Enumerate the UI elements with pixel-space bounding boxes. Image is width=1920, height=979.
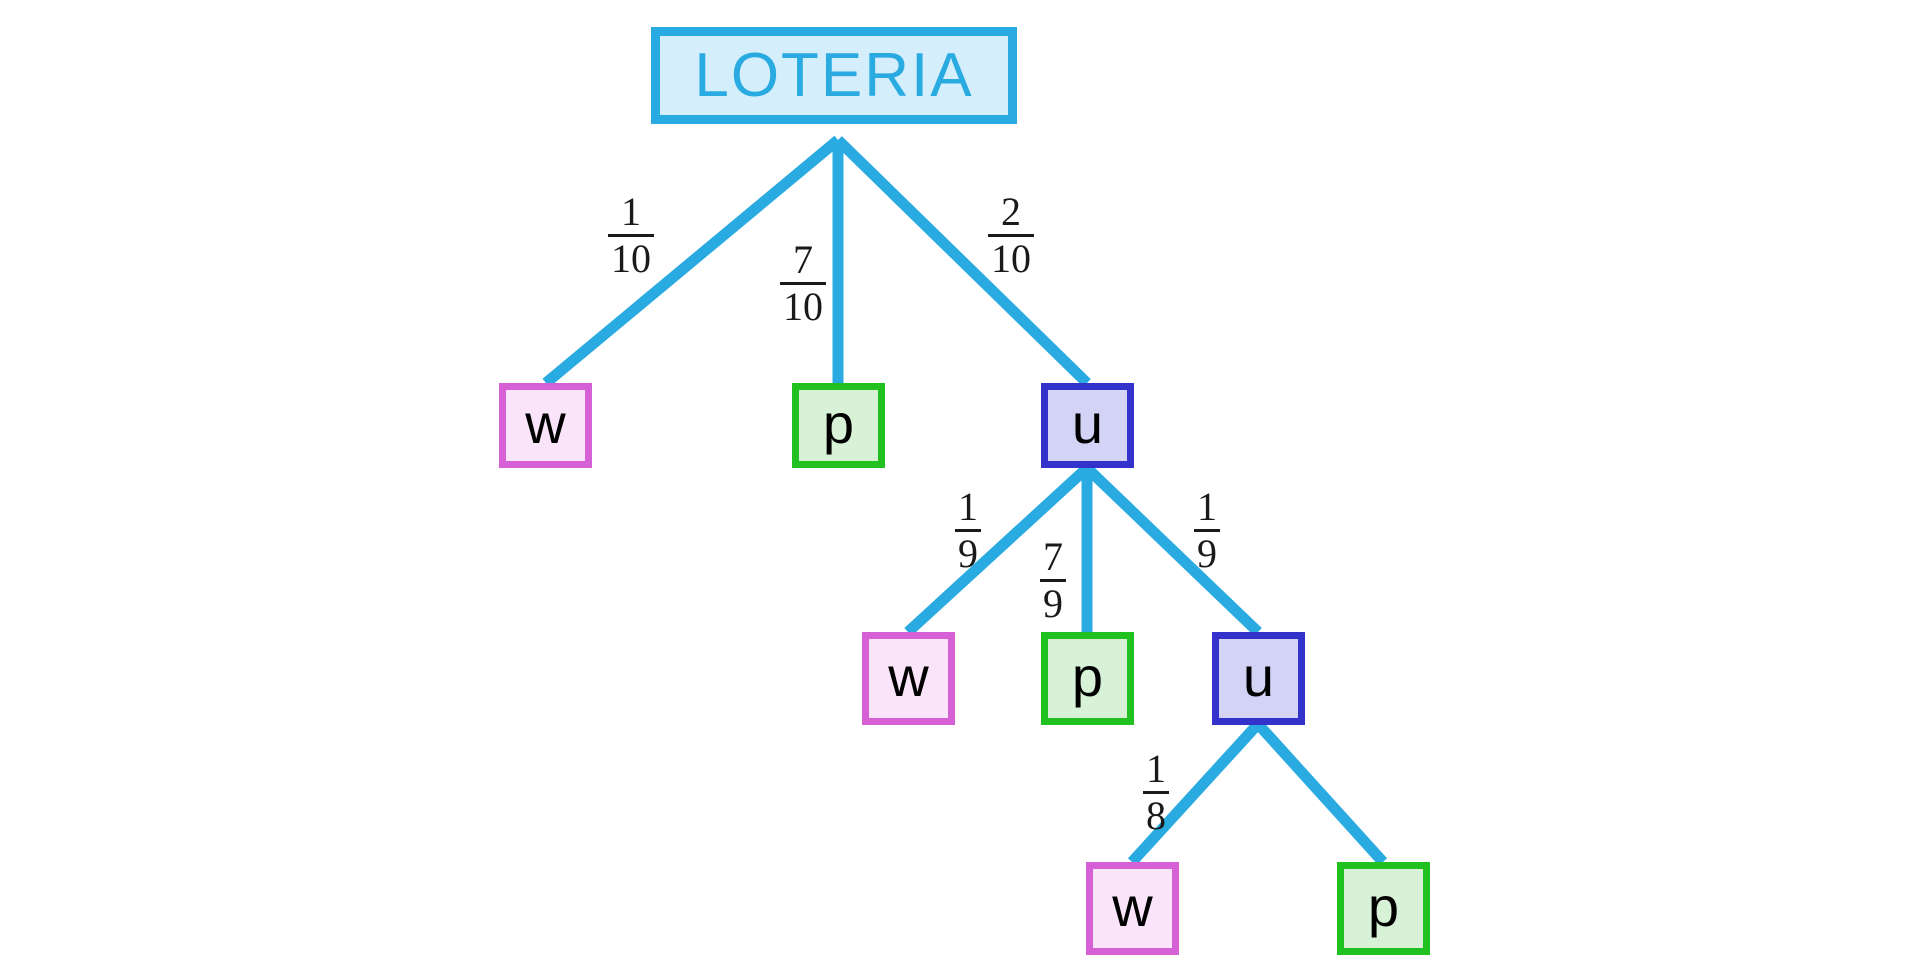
node-label-u-level2: u xyxy=(1242,644,1275,708)
node-label-w-level1: w xyxy=(525,391,566,455)
node-label-w-level3: w xyxy=(1112,874,1153,938)
edge-label-numerator: 1 xyxy=(621,189,641,234)
edge-label-7-over-10: 7 10 xyxy=(780,240,826,327)
node-u-level2[interactable]: u xyxy=(1212,632,1305,725)
node-w-level3[interactable]: w xyxy=(1086,862,1179,955)
node-w-level1[interactable]: w xyxy=(499,383,592,468)
edge-u1-to-w2 xyxy=(904,463,1091,637)
node-p-level1[interactable]: p xyxy=(792,383,885,468)
edge-u1-to-u2 xyxy=(1083,464,1262,636)
node-p-level2[interactable]: p xyxy=(1041,632,1134,725)
node-w-level2[interactable]: w xyxy=(862,632,955,725)
edge-label-denominator: 9 xyxy=(1197,531,1217,576)
edge-label-2-over-10: 2 10 xyxy=(988,192,1034,279)
root-node-loteria[interactable]: LOTERIA xyxy=(651,27,1017,124)
edge-label-denominator: 8 xyxy=(1146,793,1166,838)
root-node-label: LOTERIA xyxy=(694,40,974,110)
edge-label-7-over-9: 7 9 xyxy=(1040,537,1066,624)
fraction-bar xyxy=(1040,579,1066,582)
edge-root-to-w1 xyxy=(542,135,842,388)
fraction-bar xyxy=(1143,791,1169,794)
node-label-p-level3: p xyxy=(1367,874,1400,938)
node-label-u-level1: u xyxy=(1071,391,1104,455)
edge-label-denominator: 10 xyxy=(991,236,1031,281)
edge-label-1-over-10: 1 10 xyxy=(608,192,654,279)
edge-label-numerator: 1 xyxy=(1146,746,1166,791)
edge-label-numerator: 1 xyxy=(958,484,978,529)
edge-label-denominator: 10 xyxy=(611,236,651,281)
node-label-w-level2: w xyxy=(888,644,929,708)
edge-label-1-over-8: 1 8 xyxy=(1143,749,1169,836)
edge-u2-to-p3 xyxy=(1253,720,1388,866)
fraction-bar xyxy=(780,282,826,285)
node-label-p-level2: p xyxy=(1071,644,1104,708)
node-label-p-level1: p xyxy=(822,391,855,455)
edge-label-numerator: 7 xyxy=(1043,534,1063,579)
fraction-bar xyxy=(988,234,1034,237)
edge-label-1-over-9-right: 1 9 xyxy=(1194,487,1220,574)
edge-label-numerator: 2 xyxy=(1001,189,1021,234)
edge-label-denominator: 9 xyxy=(958,531,978,576)
fraction-bar xyxy=(1194,529,1220,532)
edge-u2-to-w3 xyxy=(1127,720,1263,866)
edge-label-denominator: 10 xyxy=(783,284,823,329)
edge-label-numerator: 1 xyxy=(1197,484,1217,529)
node-p-level3[interactable]: p xyxy=(1337,862,1430,955)
fraction-bar xyxy=(955,529,981,532)
edge-label-1-over-9-left: 1 9 xyxy=(955,487,981,574)
edge-root-to-u1 xyxy=(834,136,1091,387)
fraction-bar xyxy=(608,234,654,237)
edge-label-denominator: 9 xyxy=(1043,581,1063,626)
node-u-level1[interactable]: u xyxy=(1041,383,1134,468)
edge-label-numerator: 7 xyxy=(793,237,813,282)
